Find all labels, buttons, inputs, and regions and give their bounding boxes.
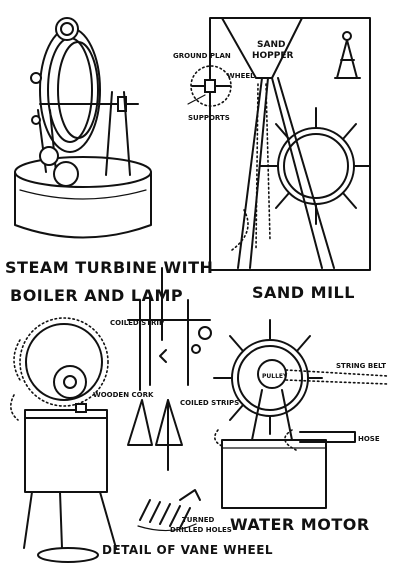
string-belt-label: STRING BELT [336,362,386,370]
water-motor-caption: WATER MOTOR [230,515,370,534]
supports-label: SUPPORTS [188,114,230,122]
sand-mill-drawing [187,17,371,271]
vane-detail-drawing [137,489,201,532]
sand-hopper-label-line2: HOPPER [252,51,294,61]
sand-hopper-label-line1: SAND [257,40,285,50]
hose-label: HOSE [358,435,380,443]
sand-mill-caption: SAND MILL [252,283,355,302]
coiled-strips-label: COILED STRIPS [180,399,239,407]
turned-label-line1: TURNED [182,516,214,524]
steam-turbine-caption-line2: BOILER AND LAMP [10,286,183,305]
wooden-cork-label: WOODEN CORK [93,391,154,399]
vane-detail-caption: DETAIL OF VANE WHEEL [102,543,273,557]
pulley-label: PULLEY [262,373,288,380]
coiled-strip-drawing [127,267,212,471]
steam-turbine-caption-line1: STEAM TURBINE WITH [5,258,213,277]
wheel-label: WHEEL [227,72,255,80]
boiler-vane-wheel-drawing [10,317,117,563]
turned-label-line2: DRILLED HOLES [170,526,232,534]
steam-turbine-drawing [14,17,152,239]
coiled-strip-label: COILED STRIP [110,319,164,327]
ground-plan-label: GROUND PLAN [173,52,231,60]
water-motor-drawing [213,319,389,509]
